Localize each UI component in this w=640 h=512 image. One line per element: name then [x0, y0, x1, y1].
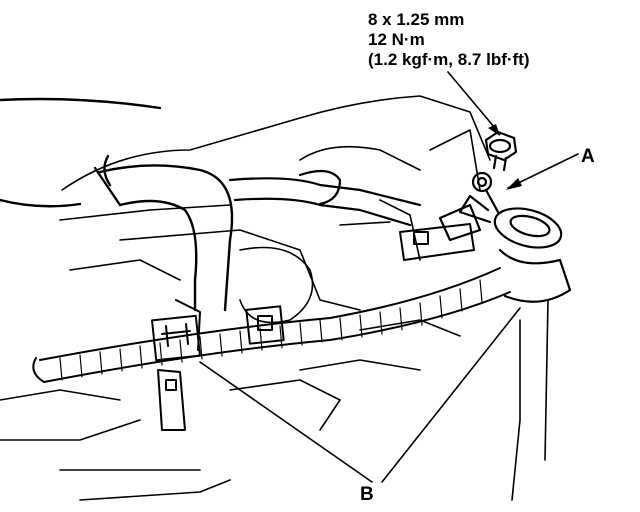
callout-a-label: A: [581, 146, 595, 167]
bracket: [399, 223, 475, 261]
ground-bolt-icon: [484, 130, 518, 172]
leader-arrowheads: [488, 124, 522, 190]
leader-lines: [199, 71, 579, 483]
leader-b-left: [199, 361, 373, 483]
leader-spec-to-bolt: [447, 71, 501, 135]
upper-hose: [228, 169, 422, 227]
ground-cable-terminal: [438, 171, 572, 303]
spec-thread-size: 8 x 1.25 mm: [368, 10, 465, 29]
spec-torque-alt: (1.2 kgf·m, 8.7 lbf·ft): [368, 50, 530, 69]
callout-b-label: B: [360, 484, 374, 505]
radiator-hose: [0, 97, 234, 312]
leader-b-right: [381, 307, 521, 483]
engine-block-outline: [0, 95, 549, 501]
wire-harness: [32, 267, 511, 383]
harness-clamp-left: [151, 299, 201, 431]
harness-clamp-right: [245, 305, 285, 345]
spec-torque-nm: 12 N·m: [368, 30, 425, 49]
